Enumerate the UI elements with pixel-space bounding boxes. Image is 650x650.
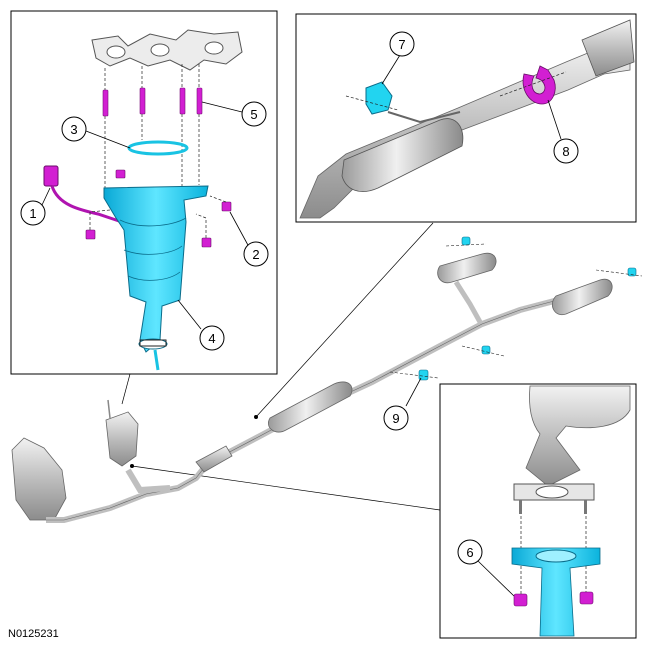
oxygen-sensor-icon bbox=[43, 165, 123, 224]
callout-3: 3 bbox=[61, 116, 87, 142]
exhaust-assembly bbox=[11, 236, 643, 523]
callout-2: 2 bbox=[243, 241, 269, 267]
svg-text:9: 9 bbox=[392, 411, 399, 426]
svg-text:7: 7 bbox=[398, 37, 405, 52]
svg-text:3: 3 bbox=[70, 122, 77, 137]
svg-text:6: 6 bbox=[466, 545, 473, 560]
clamp-icon bbox=[522, 65, 556, 105]
callout-6: 6 bbox=[457, 539, 483, 565]
callout-8: 8 bbox=[553, 138, 579, 164]
nut-icon bbox=[85, 169, 232, 248]
catalytic-converter-icon bbox=[103, 185, 209, 371]
callout-1: 1 bbox=[20, 200, 46, 226]
callout-5: 5 bbox=[241, 101, 267, 127]
reference-lines bbox=[121, 222, 441, 511]
converter-detail-panel bbox=[10, 10, 278, 375]
resonator-icon bbox=[341, 118, 464, 192]
exhaust-manifold-icon bbox=[91, 29, 243, 71]
stud-icon bbox=[102, 87, 203, 117]
muffler-detail-panel bbox=[295, 13, 637, 223]
rubber-isolator-icon bbox=[365, 81, 393, 115]
callout-9: 9 bbox=[383, 405, 409, 431]
nut-icon bbox=[513, 591, 594, 607]
callout-7: 7 bbox=[389, 31, 415, 57]
muffler-icon bbox=[581, 19, 635, 77]
svg-text:2: 2 bbox=[252, 247, 259, 262]
flange-detail-panel bbox=[439, 383, 637, 639]
svg-text:4: 4 bbox=[208, 331, 215, 346]
svg-text:5: 5 bbox=[250, 107, 257, 122]
callout-4: 4 bbox=[199, 325, 225, 351]
svg-text:8: 8 bbox=[562, 144, 569, 159]
svg-text:1: 1 bbox=[29, 206, 36, 221]
figure-id: N0125231 bbox=[8, 628, 59, 640]
